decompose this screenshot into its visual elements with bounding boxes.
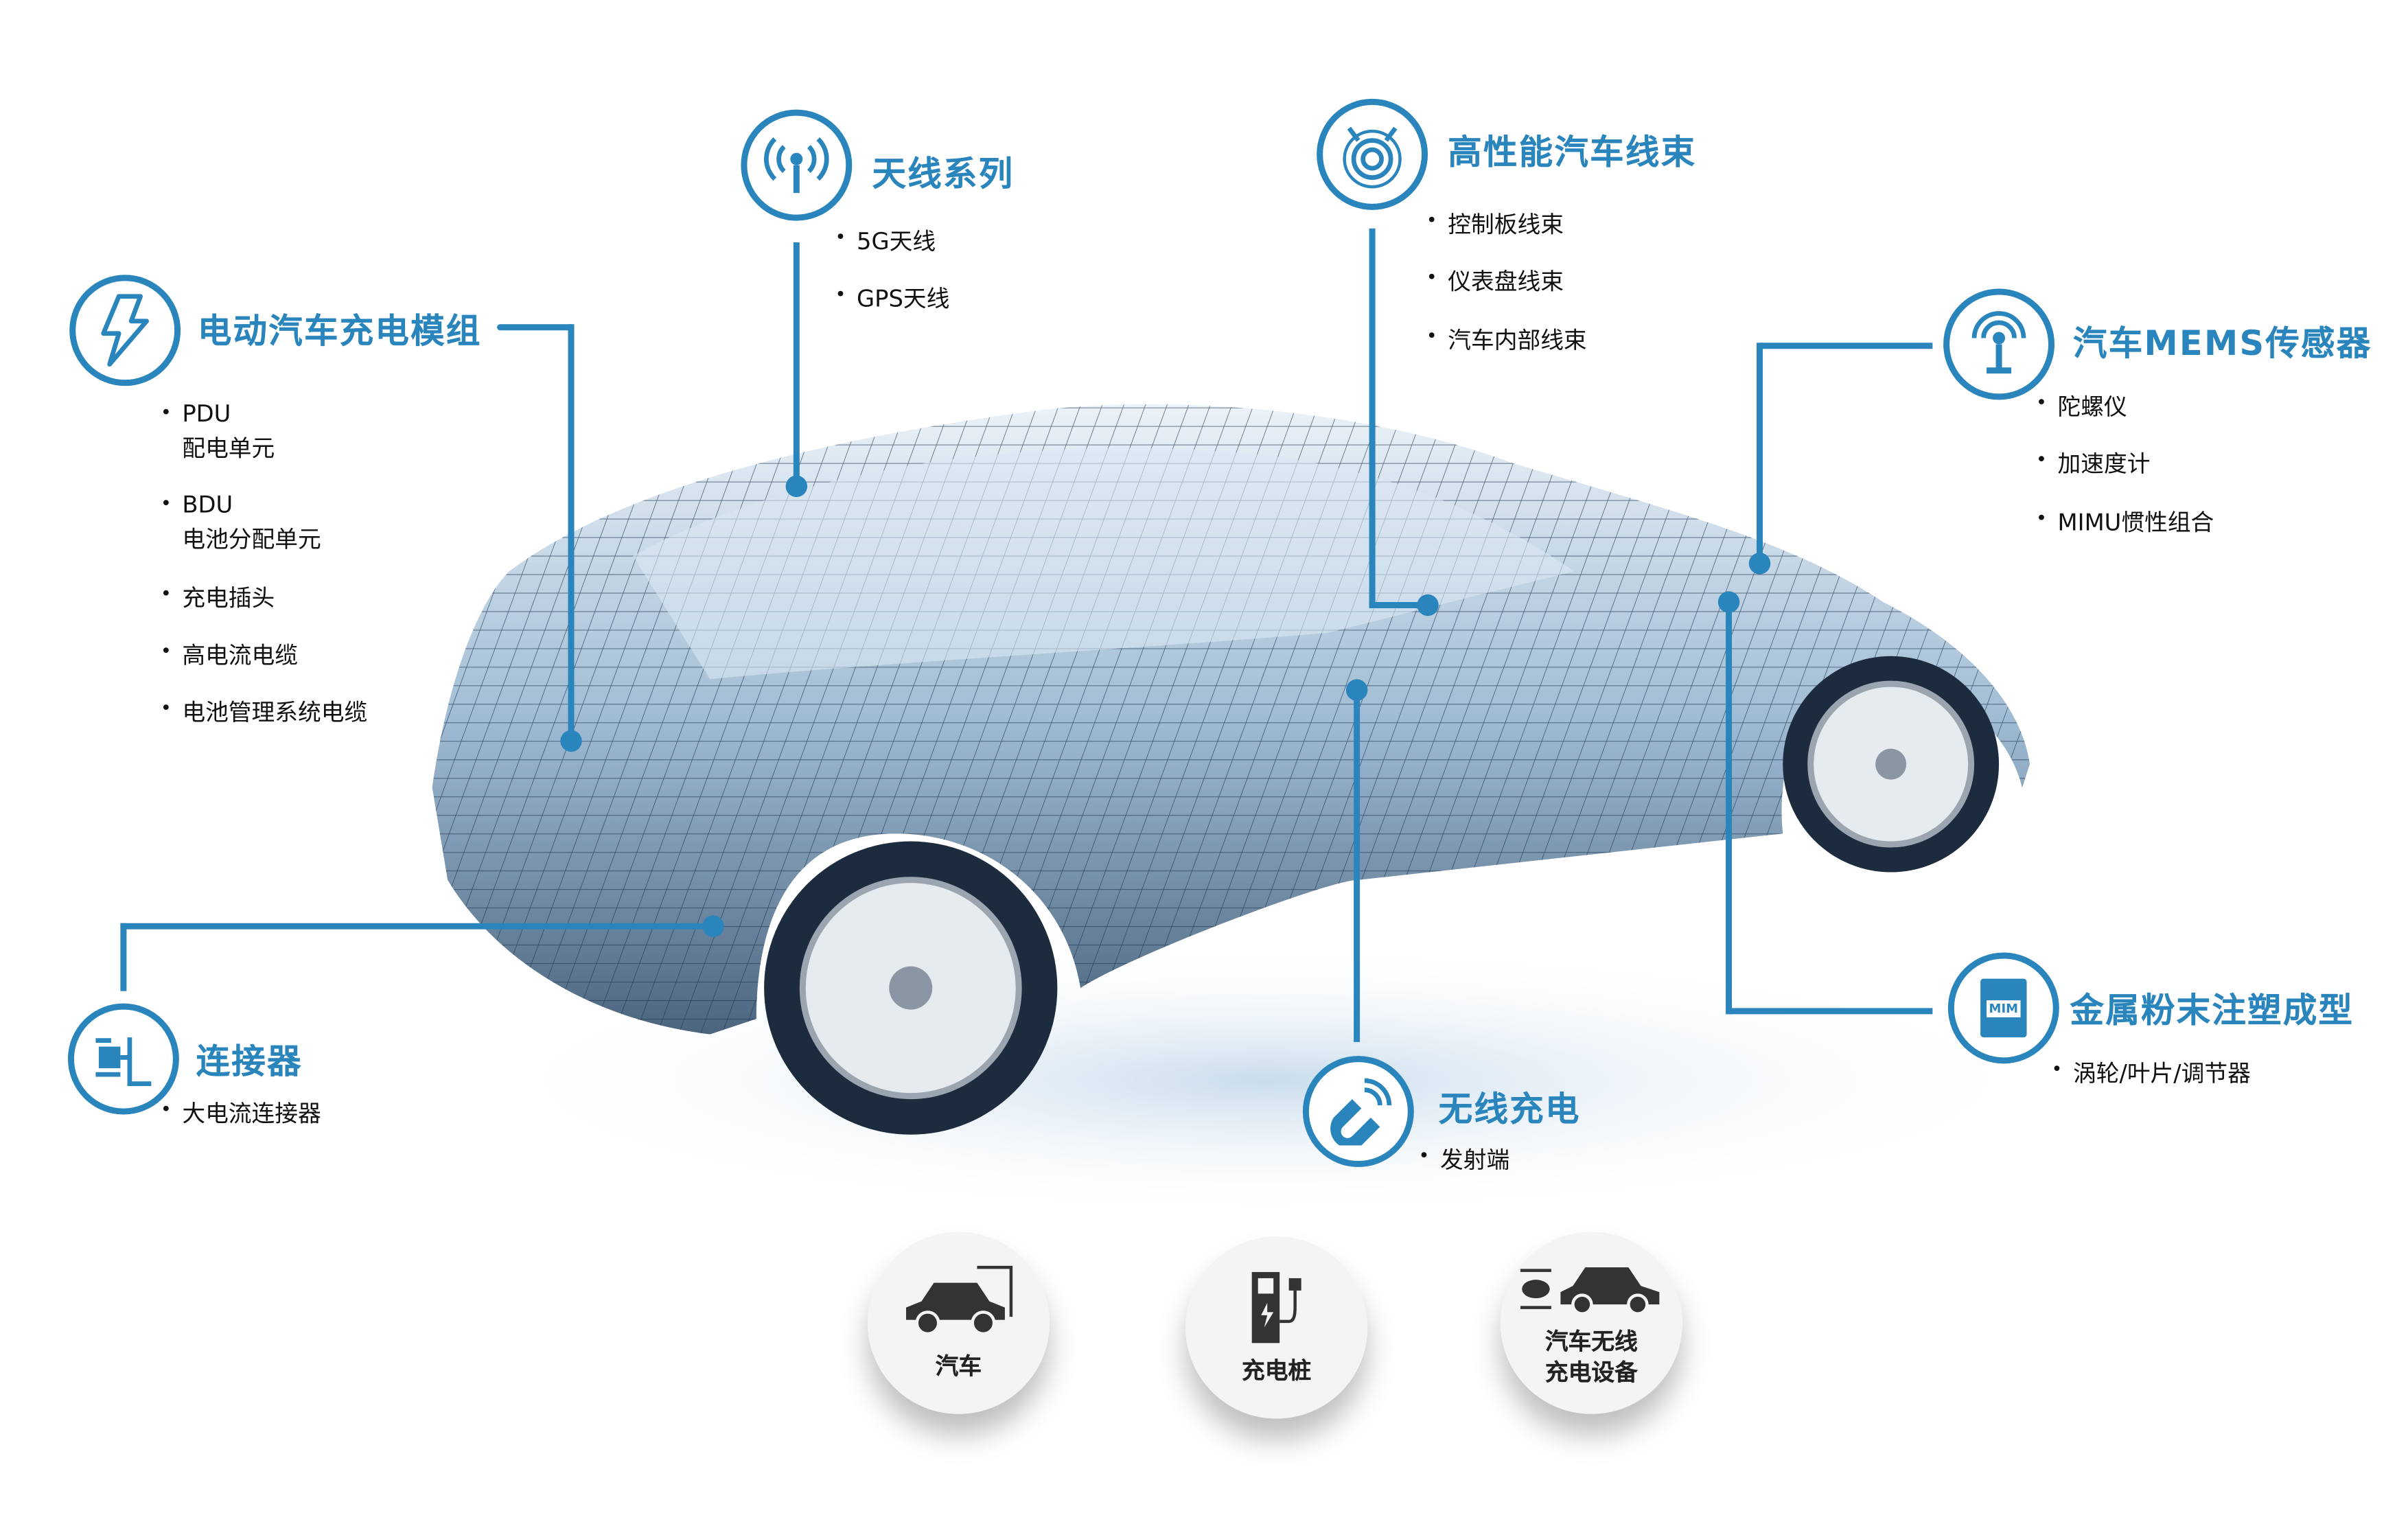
list-item: 配电单元 xyxy=(182,435,275,463)
mim-icon-text: MIM xyxy=(1986,1000,2022,1017)
connector-dot xyxy=(1417,594,1439,616)
wireless-car-charger-icon xyxy=(1520,1267,1660,1315)
connector-dot xyxy=(1748,553,1771,575)
list-item: 仪表盘线束 xyxy=(1426,265,1564,297)
category-label: 汽车无线 充电设备 xyxy=(1544,1327,1638,1387)
list-item: 高电流电缆 xyxy=(161,638,298,671)
list-item: 陀螺仪 xyxy=(2036,390,2127,422)
wireframe-car-illustration xyxy=(432,404,2068,1220)
list-item: 电池管理系统电缆 xyxy=(161,695,367,728)
list-item: 发射端 xyxy=(1419,1143,1510,1175)
list-item: 电池分配单元 xyxy=(182,525,321,554)
magnet-wireless-icon xyxy=(1302,1056,1414,1168)
rear-wheel xyxy=(764,841,1058,1135)
list-item: 加速度计 xyxy=(2036,447,2150,479)
section-title-connector: 连接器 xyxy=(196,1043,303,1083)
section-title-wireless: 无线充电 xyxy=(1438,1091,1581,1131)
lightning-icon xyxy=(69,275,181,386)
mim-file-icon: MIM xyxy=(1947,952,2059,1064)
front-wheel xyxy=(1783,656,2000,873)
category-charging-station: 充电桩 xyxy=(1185,1236,1368,1419)
section-title-mim: 金属粉末注塑成型 xyxy=(2070,992,2354,1032)
list-item: MIMU惯性组合 xyxy=(2036,505,2214,538)
list-item: 控制板线束 xyxy=(1426,207,1564,240)
connector-dot xyxy=(785,475,808,498)
category-wireless-charger: 汽车无线 充电设备 xyxy=(1500,1232,1683,1414)
list-item: GPS天线 xyxy=(835,281,949,314)
charging-station-icon xyxy=(1251,1271,1301,1343)
list-item: 汽车内部线束 xyxy=(1426,323,1587,356)
car-charging-icon xyxy=(905,1265,1013,1336)
list-item: 大电流连接器 xyxy=(161,1097,321,1129)
category-label: 汽车 xyxy=(935,1352,982,1381)
category-label: 充电桩 xyxy=(1242,1357,1312,1385)
wire-harness-icon xyxy=(1317,98,1428,210)
connector-dot xyxy=(702,915,724,937)
section-title-harness: 高性能汽车线束 xyxy=(1448,134,1697,173)
list-item: 涡轮/叶片/调节器 xyxy=(2051,1057,2250,1089)
list-item: PDU xyxy=(161,400,231,427)
connector-dot xyxy=(1345,679,1368,701)
section-title-mems: 汽车MEMS传感器 xyxy=(2073,325,2372,365)
section-title-antenna: 天线系列 xyxy=(872,156,1015,195)
connector-icon xyxy=(67,1003,179,1115)
connector-dot xyxy=(560,730,582,752)
list-item: BDU xyxy=(161,491,233,518)
sensor-icon xyxy=(1943,288,2055,400)
antenna-icon xyxy=(741,109,853,221)
connector-dot xyxy=(1717,591,1740,613)
list-item: 5G天线 xyxy=(835,224,936,257)
section-title-ev-charging: 电动汽车充电模组 xyxy=(197,313,482,352)
category-car: 汽车 xyxy=(867,1232,1050,1414)
list-item: 充电插头 xyxy=(161,581,275,614)
